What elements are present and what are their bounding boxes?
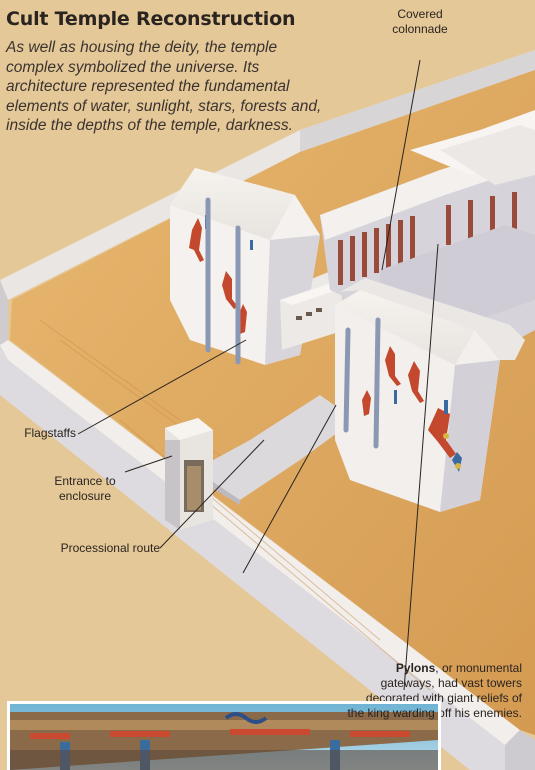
pylons-note-line1-rest: , or monumental [435, 661, 522, 675]
inset-frame [7, 701, 441, 770]
callout-covered-colonnade: Covered colonnade [380, 7, 460, 37]
callout-flagstaffs: Flagstaffs [10, 426, 76, 441]
callout-entrance: Entrance to enclosure [45, 474, 125, 504]
callout-processional-route: Processional route [30, 541, 160, 556]
callout-covered-colonnade-line2: colonnade [380, 22, 460, 37]
entrance-gateway [165, 418, 213, 530]
callout-entrance-line1: Entrance to [45, 474, 125, 489]
callout-entrance-line2: enclosure [45, 489, 125, 504]
callout-processional-route-label: Processional route [30, 541, 160, 556]
pylons-note-line2: gateways, had vast towers [232, 676, 522, 691]
callout-covered-colonnade-line1: Covered [380, 7, 460, 22]
pylons-term: Pylons [396, 661, 435, 675]
page-title: Cult Temple Reconstruction [6, 8, 295, 30]
pylons-note-line1: Pylons, or monumental [232, 661, 522, 676]
intro-text: As well as housing the deity, the temple… [6, 38, 336, 136]
callout-flagstaffs-label: Flagstaffs [10, 426, 76, 441]
